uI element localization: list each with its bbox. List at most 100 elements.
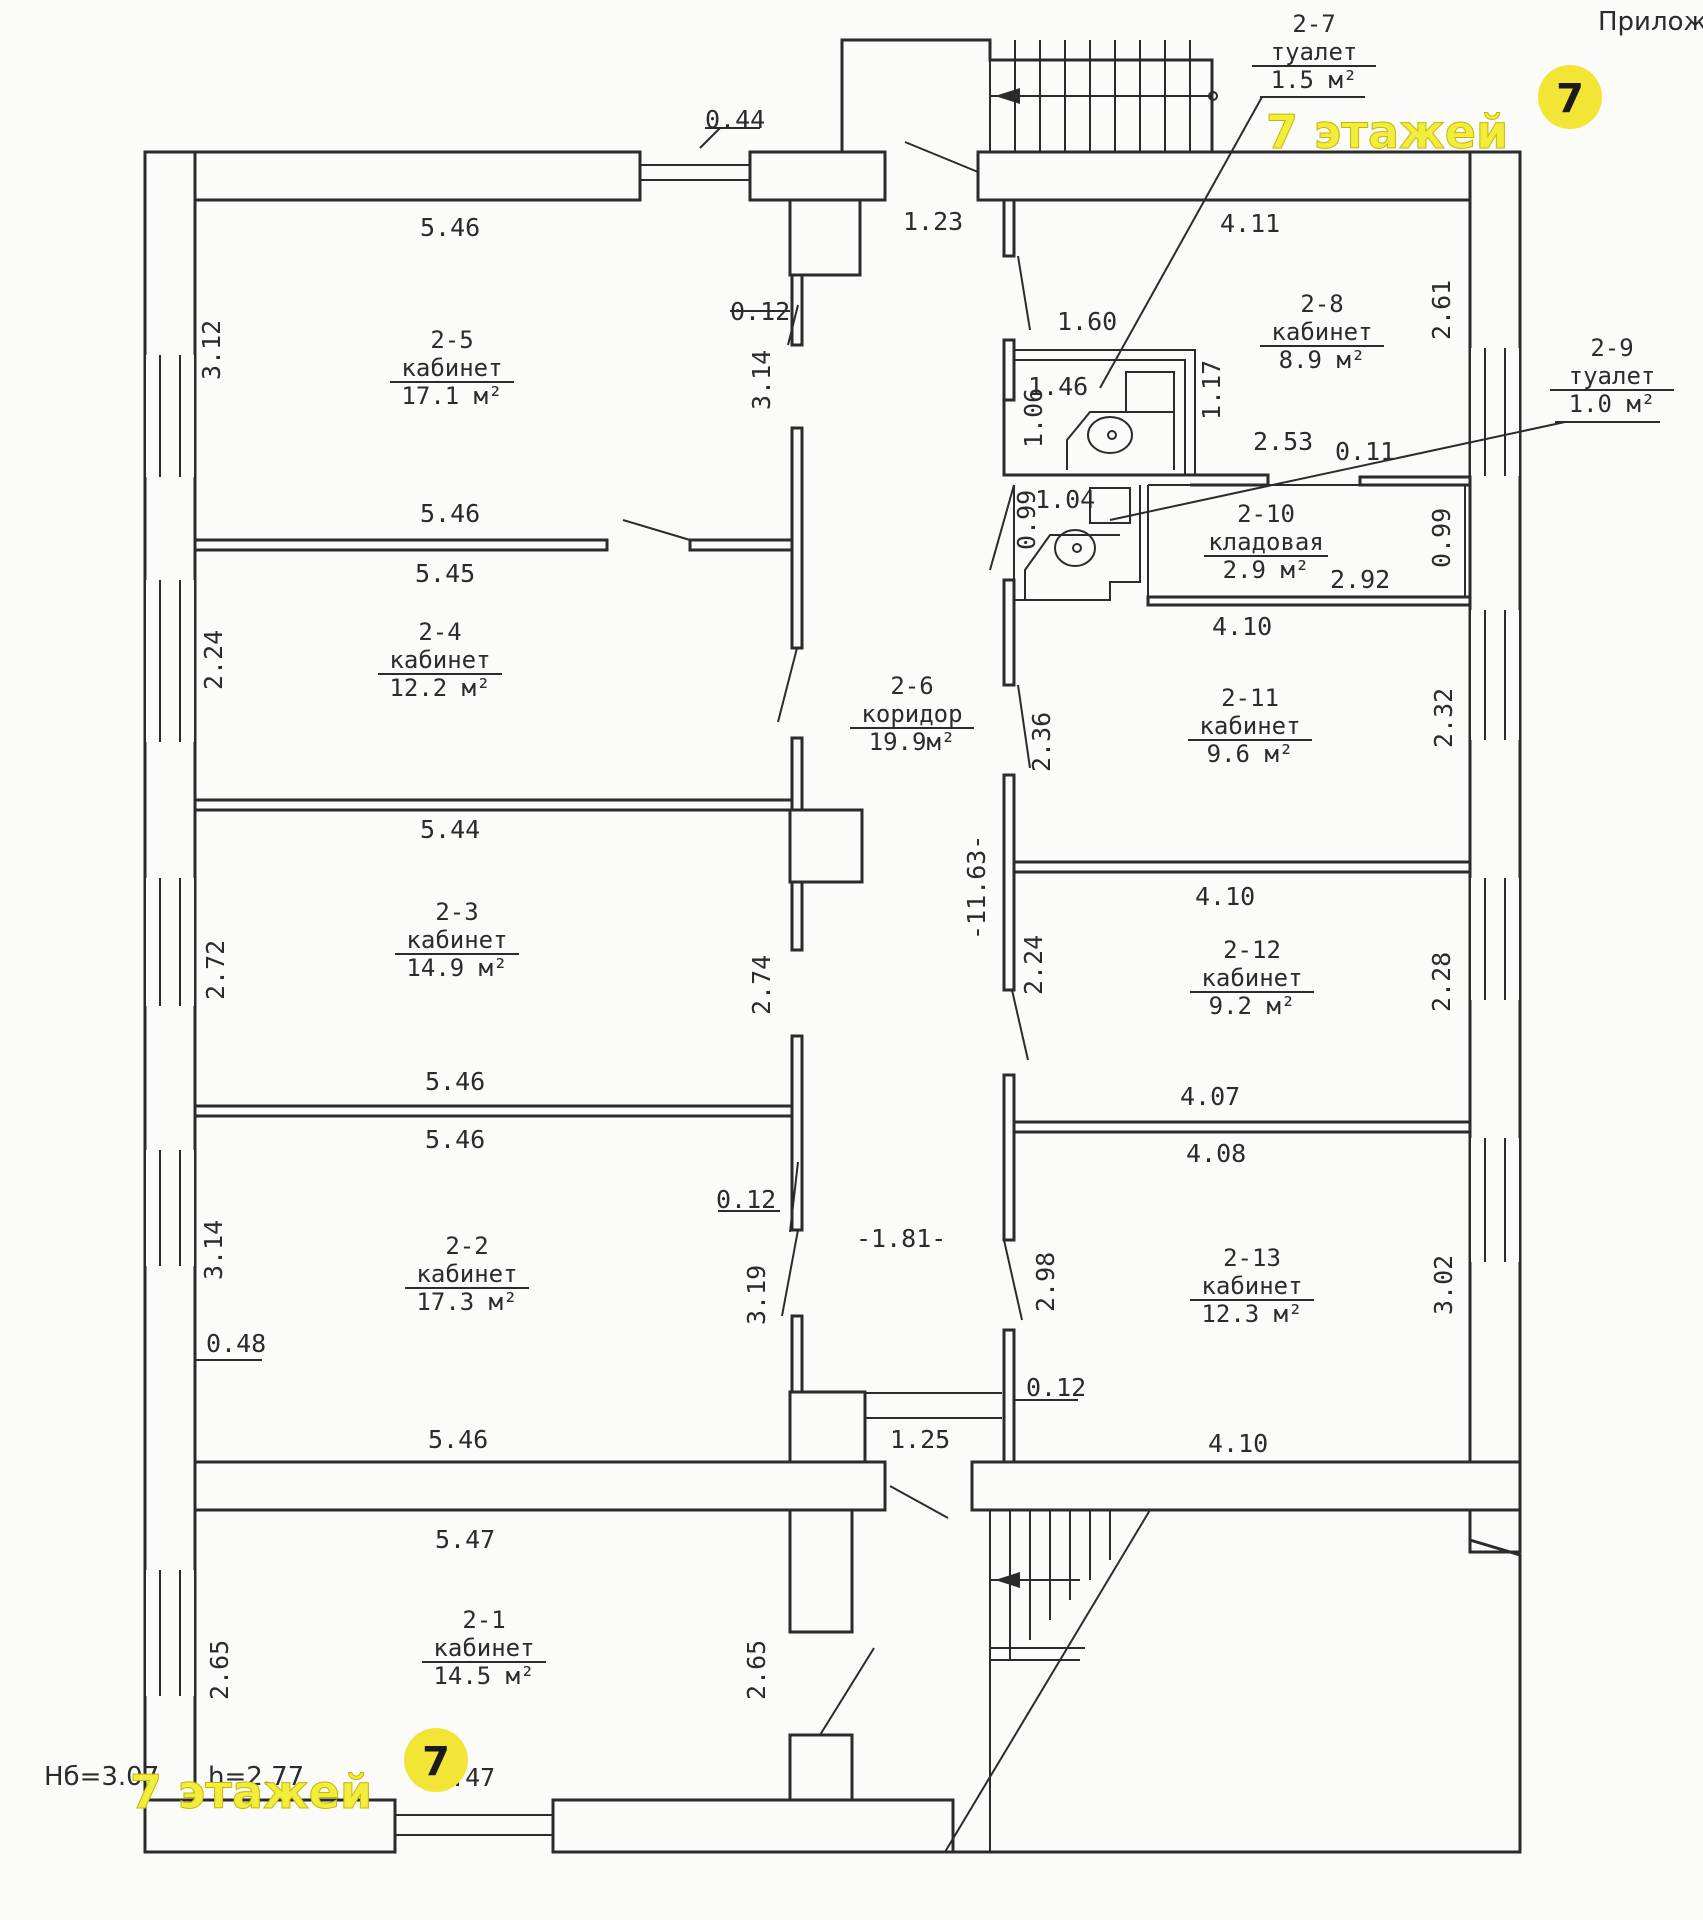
floor-height-label: Нб=3.07 [44, 1762, 159, 1792]
room-name: кладовая [1208, 528, 1324, 556]
room-name: кабинет [1271, 318, 1372, 346]
dim-label: 5.45 [415, 559, 475, 588]
dim-label: 0.99 [1012, 490, 1041, 550]
watermark-top: 7 этажей 7 [1266, 65, 1602, 160]
dim-label: 2.28 [1427, 952, 1456, 1012]
dim-label: 4.10 [1208, 1429, 1268, 1458]
room-number: 2-13 [1223, 1244, 1281, 1272]
dim-label: 5.44 [420, 815, 480, 844]
room-number: 2-3 [435, 898, 478, 926]
dim-label: 4.10 [1195, 882, 1255, 911]
dim-label: 2.74 [747, 955, 776, 1015]
watermark-badge-icon: 7 [422, 1739, 450, 1785]
dim-label: 5.46 [425, 1067, 485, 1096]
dim-label: 4.10 [1212, 612, 1272, 641]
dim-label: 1.17 [1197, 360, 1226, 420]
dim-label: 1.23 [903, 207, 963, 236]
room-area: 17.3 м² [416, 1288, 517, 1316]
room-name: кабинет [1201, 1272, 1302, 1300]
room-number: 2-4 [418, 618, 461, 646]
appendix-label: Прилож [1598, 7, 1703, 37]
dim-label: 4.11 [1220, 209, 1280, 238]
dim-label: 5.46 [420, 499, 480, 528]
room-area: 14.9 м² [406, 954, 507, 982]
dim-label: 0.48 [206, 1329, 266, 1358]
dim-label: 1.46 [1028, 372, 1088, 401]
dim-label: 2.53 [1253, 427, 1313, 456]
room-height-label: h=2.77 [208, 1762, 304, 1792]
room-name: кабинет [401, 354, 502, 382]
watermark-text: 7 этажей [1266, 105, 1508, 159]
room-area: 1.5 м² [1271, 66, 1358, 94]
room-number: 2-8 [1300, 290, 1343, 318]
dim-label: 2.92 [1330, 565, 1390, 594]
door-swings [622, 141, 1031, 1736]
room-area: 12.3 м² [1201, 1300, 1302, 1328]
room-name: туалет [1569, 362, 1656, 390]
room-number: 2-7 [1292, 10, 1335, 38]
dim-label: 5.46 [428, 1425, 488, 1454]
dim-label: 2.61 [1427, 280, 1456, 340]
dim-label: 0.12 [730, 297, 790, 326]
room-area: 9.2 м² [1209, 992, 1296, 1020]
room-number: 2-2 [445, 1232, 488, 1260]
dim-label: 0.12 [716, 1185, 776, 1214]
room-name: кабинет [389, 646, 490, 674]
dim-label: -1.81- [856, 1224, 946, 1253]
room-name: кабинет [1201, 964, 1302, 992]
room-area: 8.9 м² [1279, 346, 1366, 374]
dim-label: 3.19 [742, 1265, 771, 1325]
dim-label: 3.12 [197, 320, 226, 380]
room-number: 2-12 [1223, 936, 1281, 964]
right-windows [1471, 348, 1519, 1262]
dim-label: 5.47 [435, 1525, 495, 1554]
dim-label: 2.32 [1429, 688, 1458, 748]
dim-label: 4.07 [1180, 1082, 1240, 1111]
dim-label: 0.12 [1026, 1373, 1086, 1402]
room-number: 2-11 [1221, 684, 1279, 712]
room-area: 19.9м² [869, 728, 956, 756]
dim-label: 0.44 [705, 105, 765, 134]
room-name: кабинет [433, 1634, 534, 1662]
room-area: 1.0 м² [1569, 390, 1656, 418]
watermark-text: 7 этажей [130, 1765, 372, 1819]
dim-label: 3.14 [199, 1220, 228, 1280]
room-name: туалет [1271, 38, 1358, 66]
room-area: 9.6 м² [1207, 740, 1294, 768]
dim-label: 1.60 [1057, 307, 1117, 336]
dim-label: 3.14 [747, 350, 776, 410]
watermark-badge-icon: 7 [1556, 76, 1584, 122]
room-area: 14.5 м² [433, 1662, 534, 1690]
room-number: 2-1 [462, 1606, 505, 1634]
room-name: коридор [861, 700, 962, 728]
bottom-staircase [944, 1509, 1151, 1853]
room-area: 12.2 м² [389, 674, 490, 702]
room-number: 2-10 [1237, 500, 1295, 528]
room-name: кабинет [416, 1260, 517, 1288]
dim-label: 2.24 [1019, 935, 1048, 995]
dim-label: 1.04 [1035, 485, 1095, 514]
leader-lines [195, 96, 1660, 1401]
interior-walls [193, 198, 1522, 1802]
dim-label: -11.63- [962, 835, 991, 940]
room-name: кабинет [406, 926, 507, 954]
dim-label: 2.98 [1031, 1252, 1060, 1312]
left-windows [146, 355, 194, 1696]
room-area: 2.9 м² [1223, 556, 1310, 584]
dim-label: 2.36 [1027, 712, 1056, 772]
dim-label: 2.65 [205, 1640, 234, 1700]
